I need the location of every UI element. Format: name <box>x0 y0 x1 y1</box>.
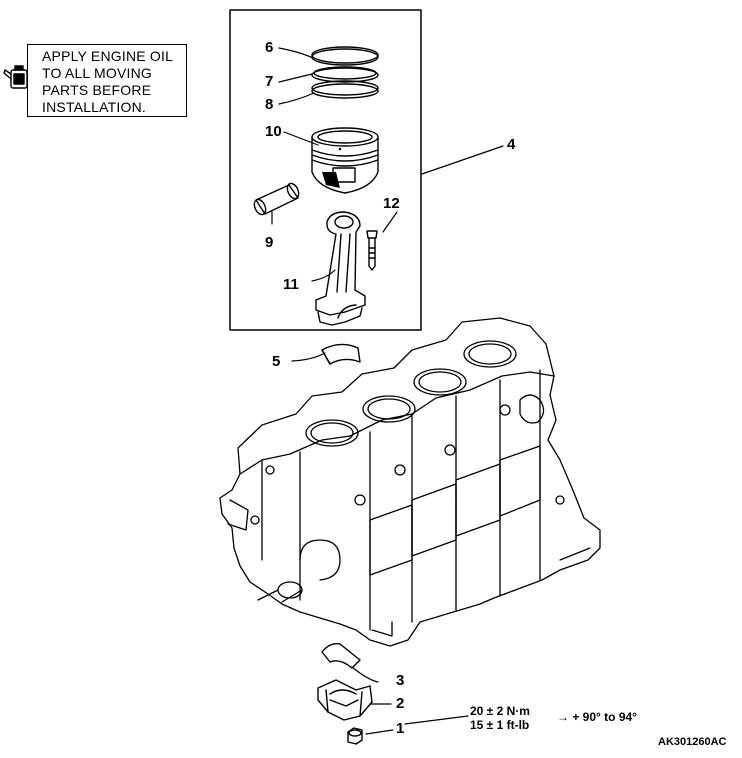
lower-main-bearing-shell <box>321 642 361 669</box>
connecting-rod-bolt <box>366 230 378 271</box>
piston-ring-7 <box>311 66 379 83</box>
note-line-4: INSTALLATION. <box>42 99 146 115</box>
connecting-rod <box>315 211 366 326</box>
note-line-2: TO ALL MOVING <box>42 65 152 81</box>
callout-5: 5 <box>272 353 281 370</box>
reference-code: AK301260AC <box>658 736 727 748</box>
upper-main-bearing-shell <box>321 343 361 365</box>
callout-2: 2 <box>396 695 405 712</box>
note-line-3: PARTS BEFORE <box>42 82 152 98</box>
callout-8: 8 <box>265 96 274 113</box>
piston-pin <box>253 182 300 216</box>
piston-ring-8 <box>311 80 379 99</box>
piston <box>311 127 379 194</box>
main-bearing-cap-bolt <box>347 727 363 745</box>
callout-6: 6 <box>265 39 274 56</box>
callout-11: 11 <box>283 276 299 293</box>
torque-spec-ftlb: 15 ± 1 ft-lb <box>470 718 530 732</box>
callout-3: 3 <box>396 672 405 689</box>
main-bearing-cap <box>317 679 373 721</box>
torque-spec-angle: → + 90° to 94° <box>557 710 637 724</box>
piston-assembly-frame <box>229 9 422 331</box>
callout-12: 12 <box>383 195 400 212</box>
callout-7: 7 <box>265 73 274 90</box>
cylinder-block <box>219 317 601 647</box>
callout-1: 1 <box>396 720 405 737</box>
piston-ring-6 <box>311 46 379 66</box>
torque-spec-nm: 20 ± 2 N·m <box>470 704 530 718</box>
note-line-1: APPLY ENGINE OIL <box>42 48 174 64</box>
leader-lines <box>271 47 504 735</box>
assembly-note-box: APPLY ENGINE OIL TO ALL MOVING PARTS BEF… <box>27 44 187 117</box>
callout-4: 4 <box>507 136 516 153</box>
callout-10: 10 <box>265 123 282 140</box>
callout-9: 9 <box>265 234 274 251</box>
